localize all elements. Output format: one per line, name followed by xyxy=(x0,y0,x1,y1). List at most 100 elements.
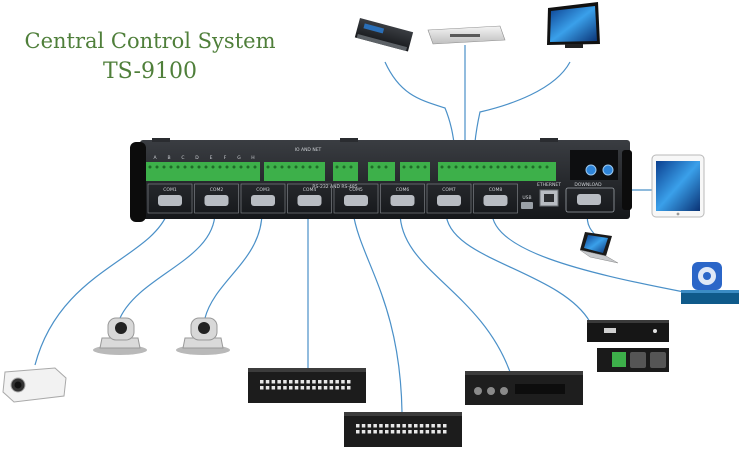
matrix-button xyxy=(437,424,441,428)
terminal-screw xyxy=(409,165,413,169)
matrix-button xyxy=(329,380,334,384)
terminal-screw xyxy=(301,165,305,169)
matrix-button xyxy=(443,424,447,428)
matrix-button xyxy=(396,430,401,434)
matrix-button xyxy=(347,386,351,390)
terminal-screw xyxy=(447,165,451,169)
terminal-screw xyxy=(162,165,166,169)
terminal-screw xyxy=(308,165,312,169)
com-port-label: COM2 xyxy=(210,187,224,193)
terminal-screw xyxy=(531,165,535,169)
set-top-box-icon xyxy=(427,25,506,45)
terminal-screw xyxy=(197,165,201,169)
matrix-button xyxy=(361,424,366,428)
cable-com3-camera2 xyxy=(204,211,263,319)
matrix-button xyxy=(443,430,447,434)
matrix-button xyxy=(341,380,345,384)
terminal-screw xyxy=(496,165,500,169)
terminal-screw xyxy=(402,165,406,169)
matrix-button xyxy=(390,430,395,434)
com-port-label: COM5 xyxy=(349,187,363,193)
com-port-frame xyxy=(287,183,332,214)
matrix-button xyxy=(431,430,435,434)
com-port-frame xyxy=(333,183,379,214)
matrix-button xyxy=(306,380,310,384)
com-port-frame xyxy=(240,183,286,214)
io-port-label: B xyxy=(167,155,170,161)
matrix-button xyxy=(289,386,293,390)
matrix-button xyxy=(260,386,264,390)
download-label: DOWNLOAD xyxy=(574,182,602,188)
terminal-screw xyxy=(315,165,319,169)
matrix-button xyxy=(277,386,281,390)
terminal-block xyxy=(264,162,325,181)
db9-connector xyxy=(204,195,229,206)
com-port-frame xyxy=(473,183,518,214)
power-sequencer-icon xyxy=(587,320,669,342)
terminal-screw xyxy=(266,165,270,169)
matrix-button xyxy=(414,424,418,428)
terminal-screw xyxy=(155,165,159,169)
terminal-screw xyxy=(280,165,284,169)
terminal-screw xyxy=(287,165,291,169)
matrix-button xyxy=(271,380,276,384)
matrix-button xyxy=(277,380,281,384)
ir-window xyxy=(570,150,618,180)
matrix-switcher-icon xyxy=(344,412,462,447)
cables xyxy=(34,45,685,413)
ir-led xyxy=(602,164,614,176)
db9-connector xyxy=(483,195,508,206)
download-port xyxy=(577,194,601,205)
terminal-screw xyxy=(416,165,420,169)
usb-label: USB xyxy=(522,195,531,201)
terminal-screw xyxy=(335,165,339,169)
terminal-screw xyxy=(239,165,243,169)
matrix-button xyxy=(402,430,406,434)
download-port-frame xyxy=(565,187,615,213)
db9-connector xyxy=(158,195,182,206)
matrix-button xyxy=(312,380,316,384)
terminal-screw xyxy=(377,165,381,169)
terminal-screw xyxy=(538,165,542,169)
ethernet-label: ETHERNET xyxy=(537,182,561,188)
io-port-label: H xyxy=(251,155,254,161)
diagram-model-name: TS-9100 xyxy=(103,59,197,84)
terminal-screw xyxy=(218,165,222,169)
com-port-label: COM7 xyxy=(442,187,456,193)
ptz-camera-icon xyxy=(93,317,147,355)
matrix-button xyxy=(379,424,383,428)
cable-com8-ap xyxy=(491,211,685,293)
terminal-screw xyxy=(524,165,528,169)
terminal-screw xyxy=(482,165,486,169)
matrix-button xyxy=(323,386,328,390)
db9-connector xyxy=(437,195,461,206)
terminal-screw xyxy=(273,165,277,169)
com-port-label: COM3 xyxy=(256,187,270,193)
matrix-button xyxy=(425,430,430,434)
matrix-button xyxy=(367,430,372,434)
matrix-button xyxy=(379,430,383,434)
matrix-button xyxy=(408,424,412,428)
matrix-button xyxy=(265,386,270,390)
diagram-title: Central Control System xyxy=(24,29,276,53)
com-port-frame xyxy=(194,183,239,214)
db9-connector xyxy=(297,195,322,206)
ts9100-controller: IO AND NET RS-232 AND RS-485 USB ETHERNE… xyxy=(130,138,632,222)
terminal-screw xyxy=(246,165,250,169)
io-header: IO AND NET xyxy=(295,147,322,153)
matrix-button xyxy=(385,424,389,428)
matrix-button xyxy=(367,424,372,428)
db9-connector xyxy=(251,195,275,206)
io-port-label: F xyxy=(224,155,227,161)
terminal-screw xyxy=(468,165,472,169)
terminal-screw xyxy=(148,165,152,169)
matrix-button xyxy=(419,430,424,434)
terminal-screw xyxy=(461,165,465,169)
serial-header: RS-232 AND RS-485 xyxy=(312,184,357,190)
terminal-screw xyxy=(454,165,458,169)
matrix-button xyxy=(289,380,293,384)
db9-connector xyxy=(390,195,415,206)
matrix-button xyxy=(294,380,299,384)
